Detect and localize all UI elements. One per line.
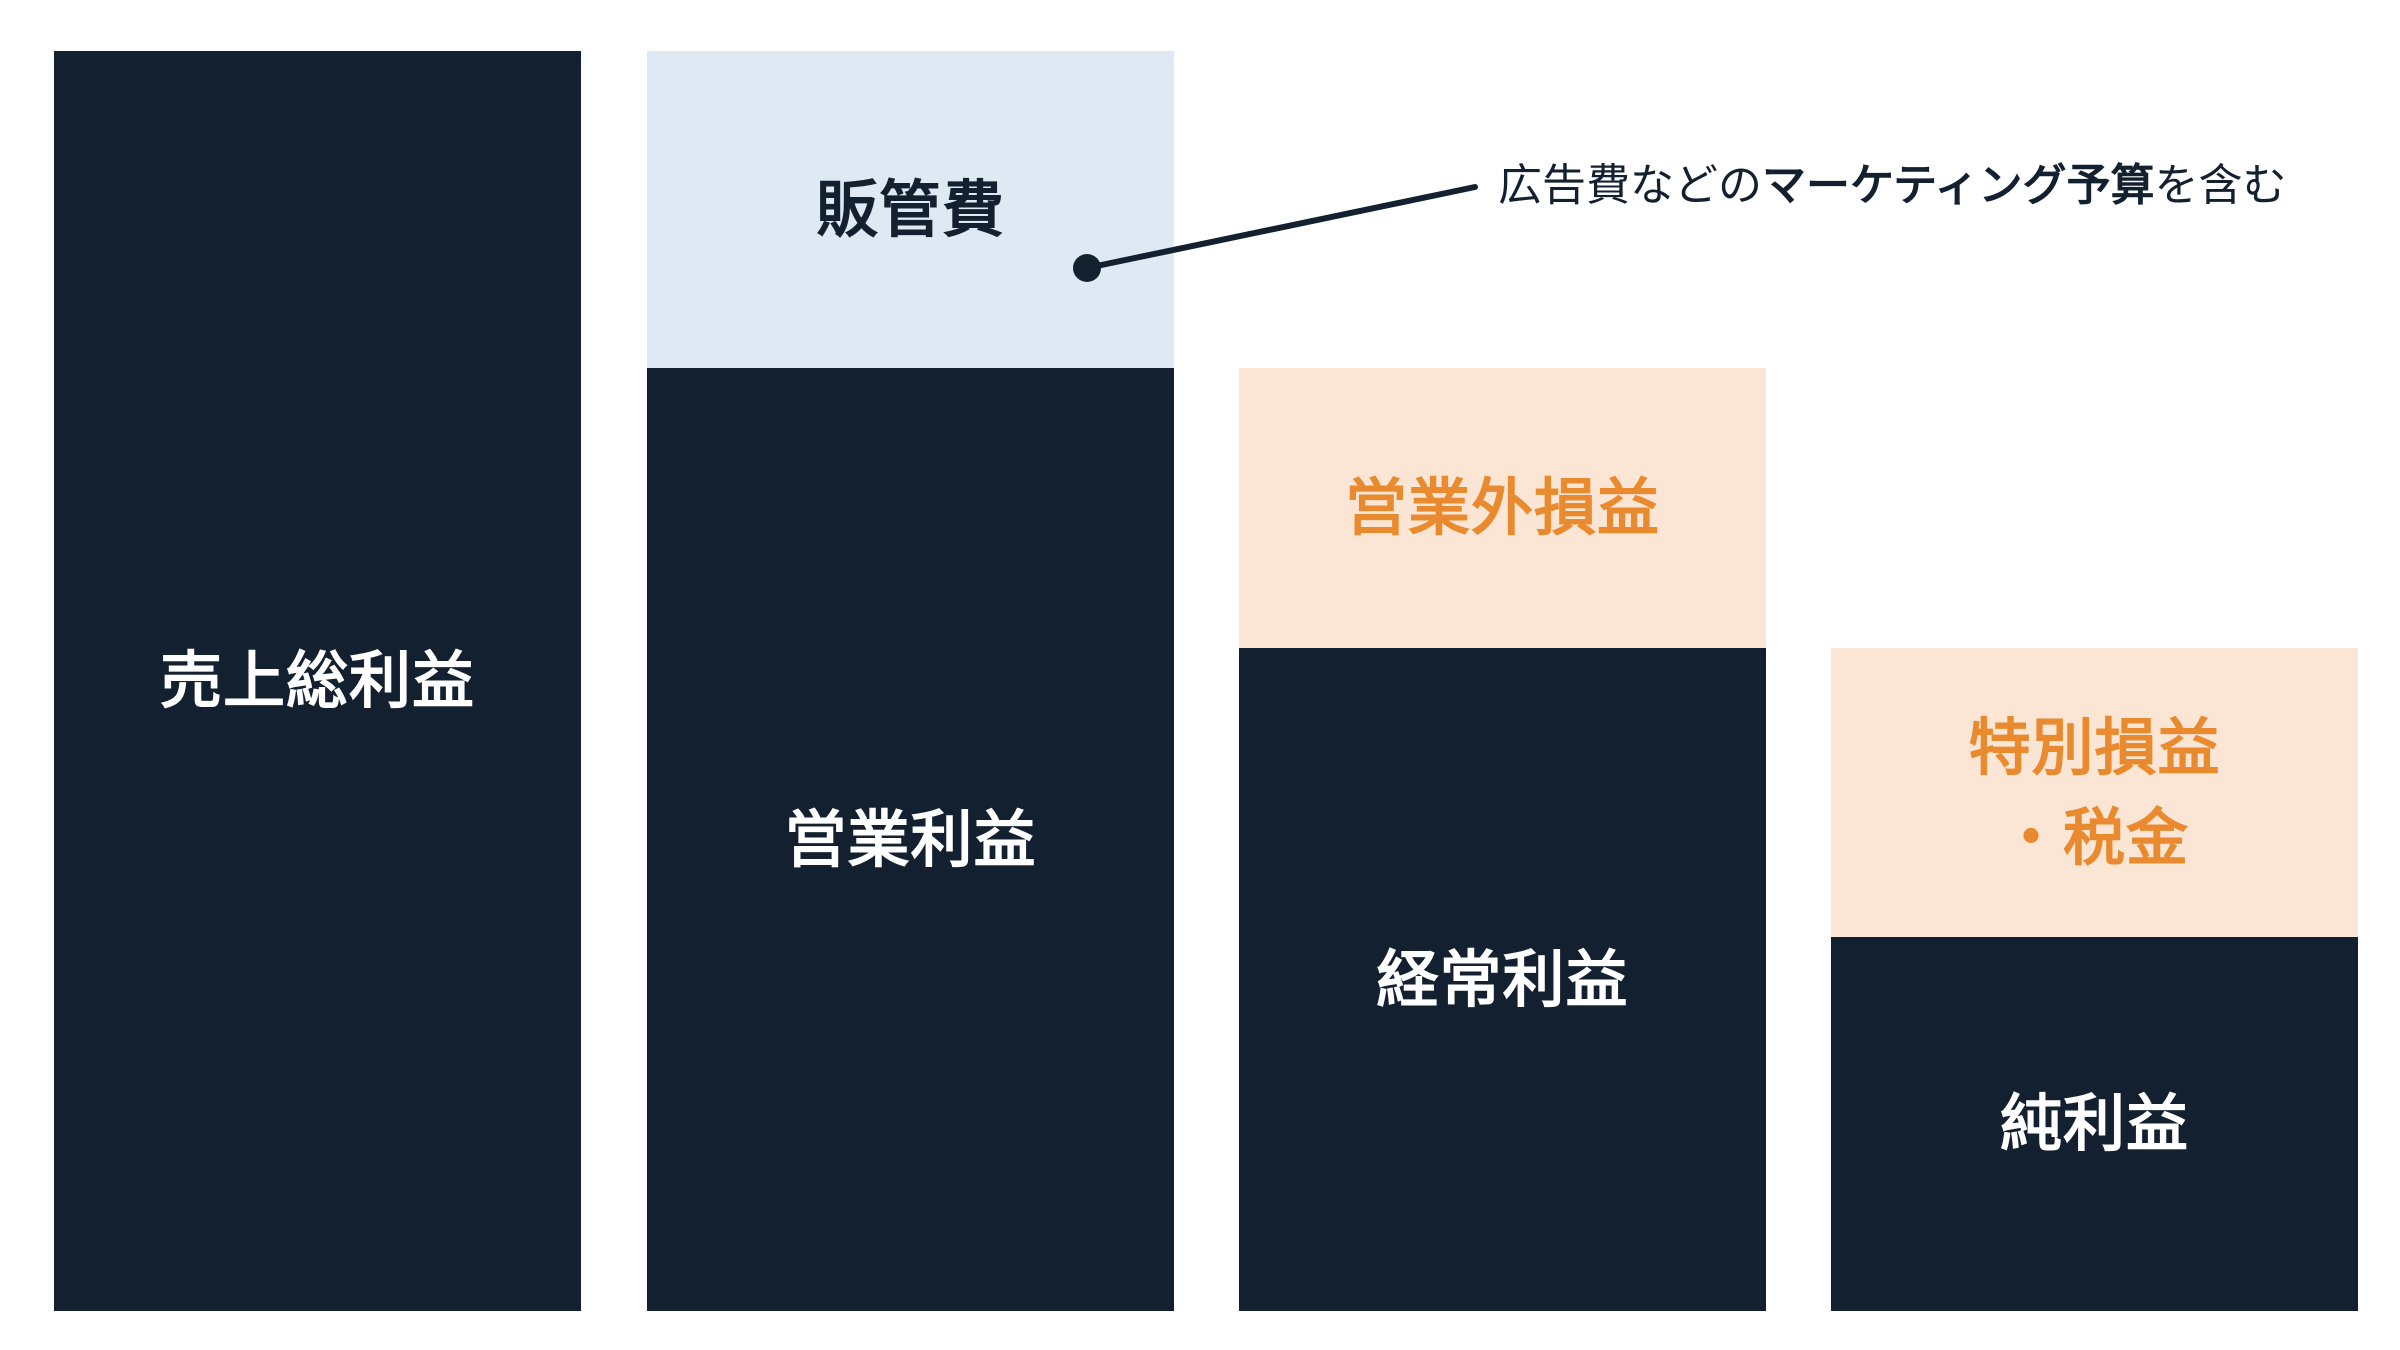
extraordinary-tax-label: 特別損益 ・税金 [1968, 703, 2220, 883]
callout-text: 広告費などのマーケティング予算を含む [1498, 155, 2286, 217]
callout-suffix: を含む [2154, 160, 2287, 211]
extraordinary-label-line2: ・税金 [1999, 800, 2189, 874]
sga-block: 販管費 [647, 51, 1174, 368]
non-operating-label: 営業外損益 [1344, 471, 1660, 545]
non-operating-block: 営業外損益 [1239, 368, 1766, 648]
sga-label: 販管費 [815, 172, 1005, 246]
ordinary-profit-label: 経常利益 [1376, 942, 1629, 1016]
net-profit-label: 純利益 [1999, 1087, 2189, 1161]
net-profit-block: 純利益 [1831, 937, 2358, 1311]
callout-prefix: 広告費などの [1498, 160, 1762, 211]
extraordinary-tax-block: 特別損益 ・税金 [1831, 648, 2358, 937]
extraordinary-label-line1: 特別損益 [1968, 710, 2221, 784]
gross-profit-block: 売上総利益 [54, 51, 581, 1311]
gross-profit-label: 売上総利益 [159, 644, 475, 718]
operating-profit-block: 営業利益 [647, 368, 1174, 1311]
ordinary-profit-block: 経常利益 [1239, 648, 1766, 1311]
operating-profit-label: 営業利益 [784, 802, 1037, 876]
callout-emphasis: マーケティング予算 [1762, 160, 2155, 211]
